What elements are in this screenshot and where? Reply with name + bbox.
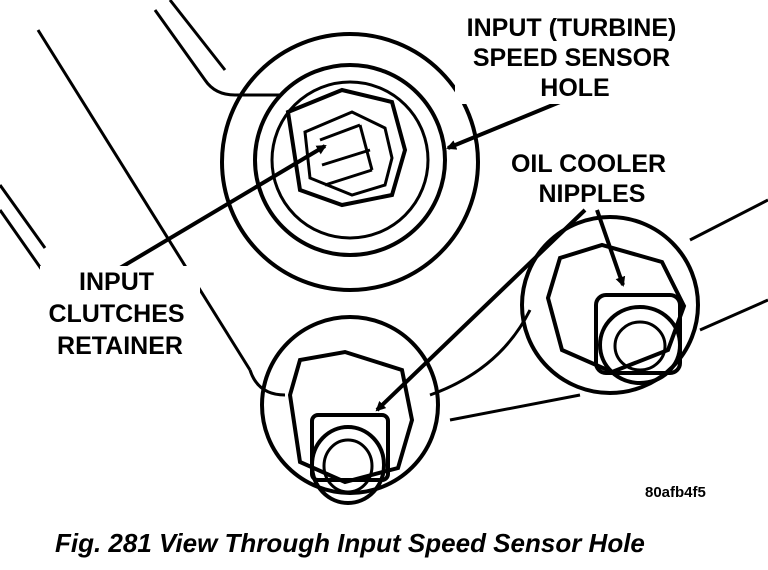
label-oil-cooler-line-1: OIL COOLER bbox=[511, 150, 666, 178]
label-turbine-line-3: HOLE bbox=[540, 74, 609, 102]
label-clutches-line-2: CLUTCHES bbox=[48, 300, 184, 328]
arrow-clutch-retainer bbox=[118, 144, 327, 270]
label-turbine-sensor-hole: INPUT (TURBINE) SPEED SENSOR HOLE bbox=[467, 14, 684, 102]
arrow-turbine-hole bbox=[446, 100, 561, 150]
label-turbine-line-2: SPEED SENSOR bbox=[473, 44, 670, 72]
leader-arrows bbox=[118, 100, 626, 412]
label-oil-cooler-line-2: NIPPLES bbox=[539, 180, 646, 208]
image-code: 80afb4f5 bbox=[645, 484, 706, 501]
arrow-nipple-right bbox=[595, 209, 626, 287]
label-clutches-line-1: INPUT bbox=[79, 268, 154, 296]
figure-caption: Fig. 281 View Through Input Speed Sensor… bbox=[55, 528, 645, 558]
label-turbine-line-1: INPUT (TURBINE) bbox=[467, 14, 677, 42]
label-clutches-line-3: RETAINER bbox=[57, 332, 183, 360]
arrow-nipple-left bbox=[375, 208, 587, 412]
label-oil-cooler-nipples: OIL COOLER NIPPLES bbox=[511, 150, 673, 208]
label-backgrounds bbox=[40, 12, 695, 362]
speed-sensor-hole bbox=[220, 32, 480, 292]
oil-cooler-nipple-left bbox=[260, 315, 440, 505]
label-input-clutches-retainer: INPUT CLUTCHES RETAINER bbox=[48, 268, 191, 360]
oil-cooler-nipple-right bbox=[520, 215, 700, 395]
